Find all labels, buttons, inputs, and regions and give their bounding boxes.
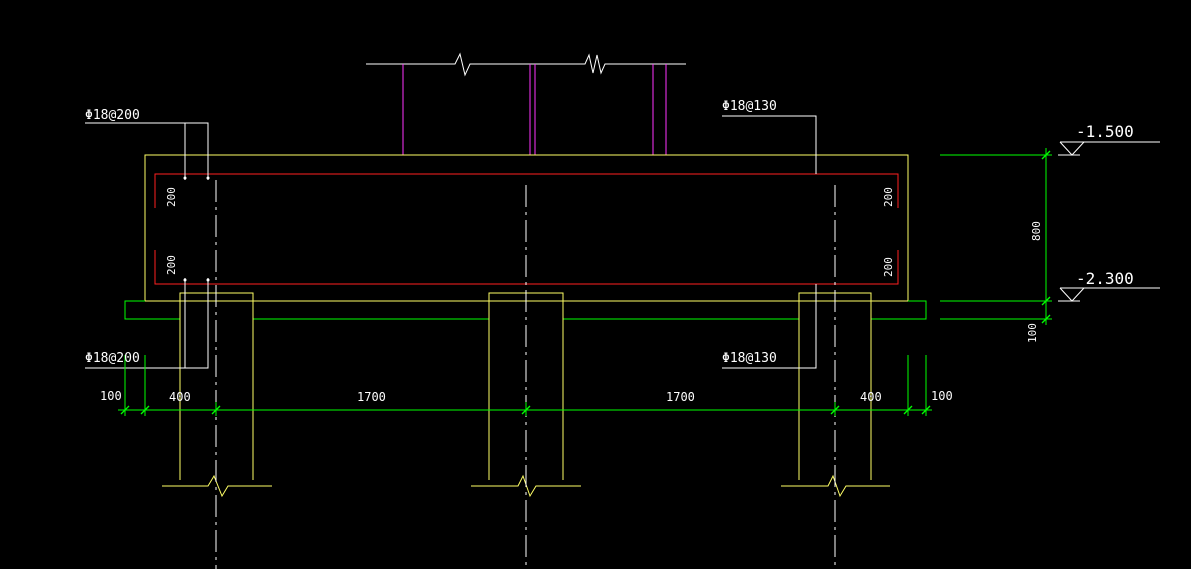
column-break-line <box>366 52 686 77</box>
dim-right-edge: 100 <box>931 389 953 403</box>
cap-depth-label: 800 <box>1030 221 1043 241</box>
dim-span-2: 1700 <box>666 390 695 404</box>
rebar-label-top-left: Φ18@200 <box>85 108 140 123</box>
pile-center-lines <box>215 180 836 569</box>
cover-label-left-top: 200 <box>165 187 178 207</box>
dim-right-pile: 400 <box>860 390 882 404</box>
rebar-leaders <box>85 115 817 369</box>
rebar-label-top-right: Φ18@130 <box>722 99 777 114</box>
vertical-dimension <box>940 148 1052 325</box>
elevation-marker-icon <box>1058 141 1160 156</box>
dim-span-1: 1700 <box>357 390 386 404</box>
elevation-marker-icon <box>1058 287 1160 302</box>
dim-left-pile: 400 <box>169 390 191 404</box>
cover-label-left-bottom: 200 <box>165 255 178 275</box>
elevation-top-label: -1.500 <box>1076 122 1134 141</box>
elevation-bottom-label: -2.300 <box>1076 269 1134 288</box>
cover-label-right-top: 200 <box>882 187 895 207</box>
rebar-label-bottom-left: Φ18@200 <box>85 351 140 366</box>
horizontal-dimension <box>118 355 932 416</box>
leader-dots <box>183 176 210 282</box>
dim-left-edge: 100 <box>100 389 122 403</box>
cushion-depth-label: 100 <box>1026 323 1039 343</box>
cover-label-right-bottom: 200 <box>882 257 895 277</box>
rebar-label-bottom-right: Φ18@130 <box>722 351 777 366</box>
cushion-layer <box>124 300 927 320</box>
column-reinforcement <box>402 64 667 155</box>
